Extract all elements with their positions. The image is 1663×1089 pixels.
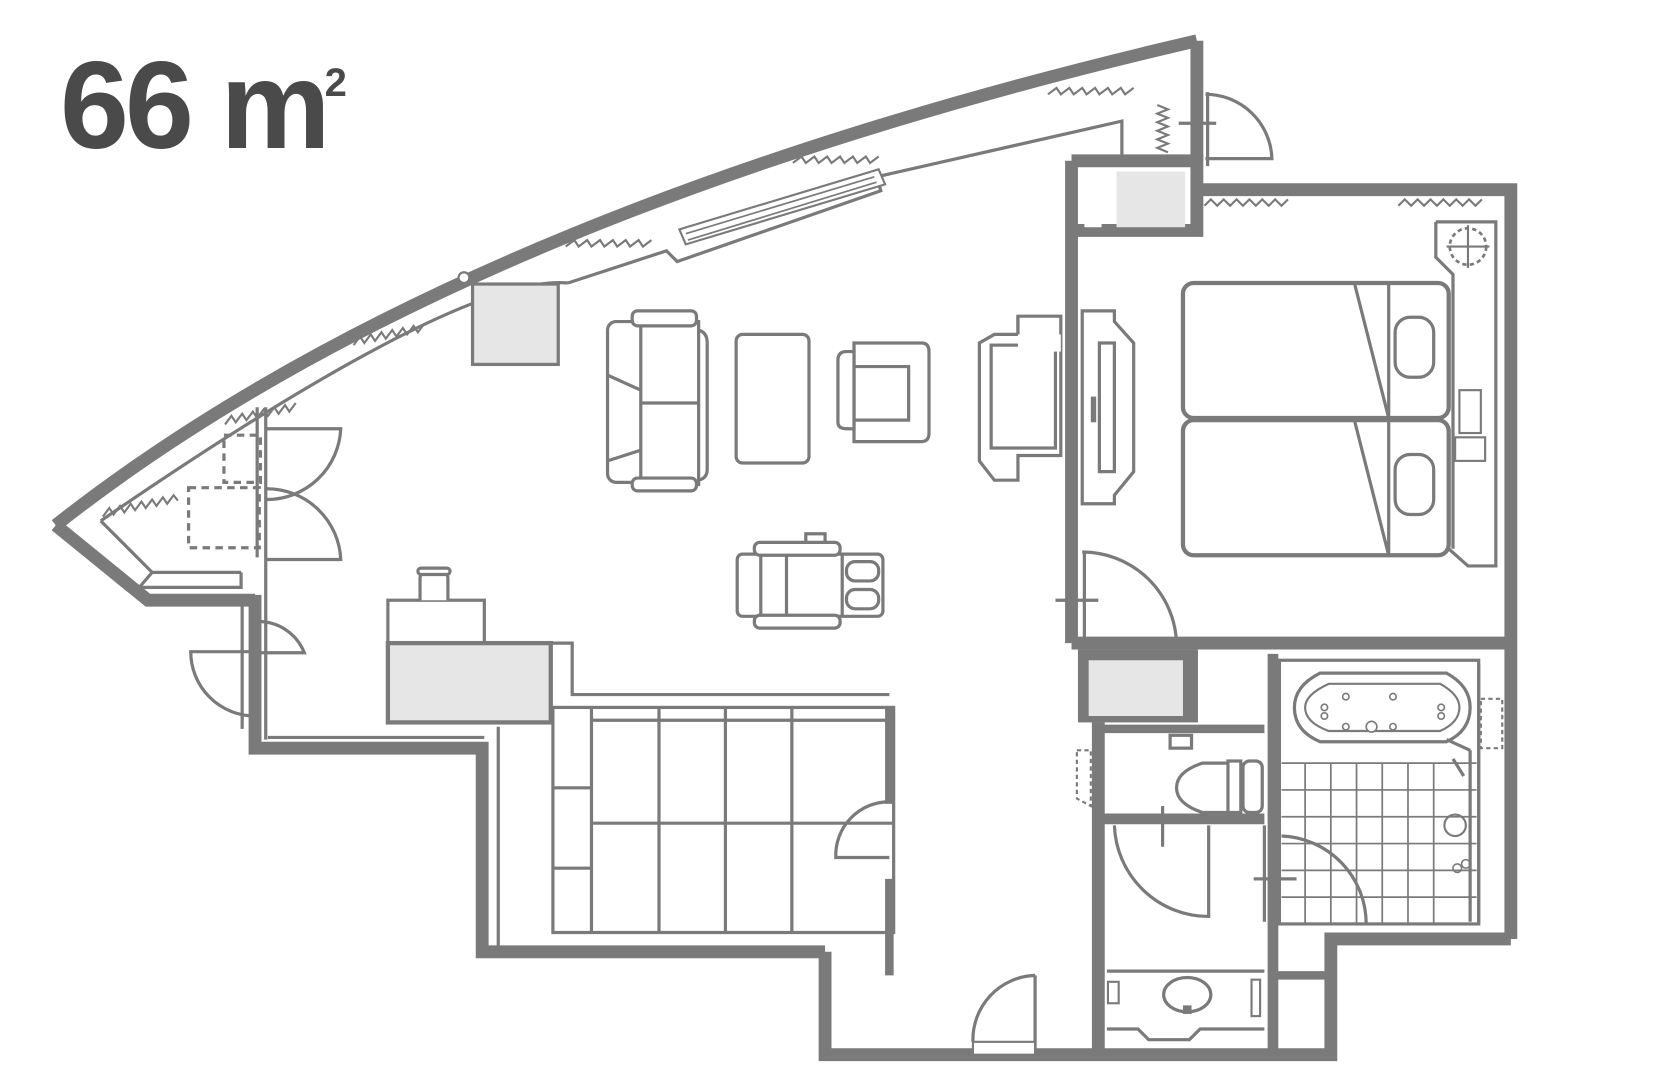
area-unit: m: [220, 37, 330, 175]
door-swing-icon: [189, 427, 343, 729]
massage-chair: [735, 532, 885, 630]
wet-area-walls: [1071, 636, 1511, 1055]
exterior-wall-curved: [51, 34, 1204, 607]
nightstand-panel: [1434, 220, 1498, 568]
door-swing-icon: [1055, 550, 1179, 644]
area-value: 66: [60, 37, 194, 175]
tiled-floor: [1281, 762, 1477, 924]
shower: [1443, 664, 1504, 924]
living-lower-walls: [248, 594, 826, 959]
air-vent-icon: [677, 168, 887, 246]
ceiling-light-icon: [1446, 225, 1490, 268]
armchair: [836, 341, 931, 444]
desk: [385, 566, 890, 725]
wall-tv: [1080, 309, 1136, 506]
tv-cabinet: [977, 314, 1063, 482]
door-swing-icon: [1253, 825, 1368, 924]
tatami-room: [551, 705, 896, 976]
sofa: [605, 309, 709, 493]
jacuzzi-bathtub: [1277, 658, 1481, 926]
column-icon: [457, 271, 471, 285]
window-zigzag-icon: [102, 86, 1171, 518]
closet-icon: [470, 282, 560, 367]
washbasin: [1106, 969, 1265, 1042]
left-wall: [186, 407, 268, 740]
central-wall: [1065, 154, 1518, 939]
area-superscript: 2: [324, 60, 347, 105]
entrance-walls: [818, 932, 1511, 1062]
twin-beds: [1180, 280, 1451, 558]
coffee-table: [734, 332, 811, 465]
floor-area-label: 66 m2: [60, 44, 347, 168]
toilet: [1168, 733, 1264, 815]
door-swing-icon: [1178, 92, 1274, 167]
window-zigzag-icon: [1203, 197, 1483, 208]
door-swing-icon: [1112, 806, 1211, 919]
